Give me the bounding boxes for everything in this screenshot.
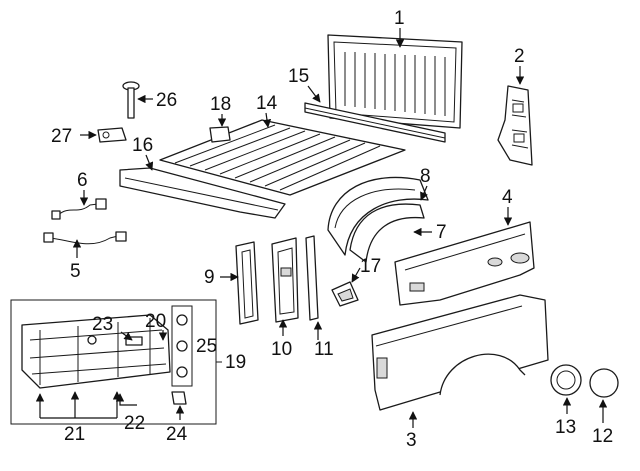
callout-11: 11 <box>314 339 334 360</box>
callout-15: 15 <box>288 66 309 87</box>
callout-26: 26 <box>156 90 177 111</box>
leader-lines <box>35 28 608 428</box>
callout-25: 25 <box>196 336 217 357</box>
callout-24: 24 <box>166 424 188 445</box>
callout-17: 17 <box>360 256 381 277</box>
callout-16: 16 <box>132 135 153 156</box>
nut-24-part <box>171 391 187 405</box>
callout-22: 22 <box>124 413 145 434</box>
callout-1: 1 <box>394 8 405 29</box>
strip-11-part <box>305 235 319 321</box>
callout-3: 3 <box>406 430 417 451</box>
callout-2: 2 <box>514 46 525 67</box>
callout-5: 5 <box>70 261 81 282</box>
wheelhouse-part <box>327 176 429 263</box>
callout-23: 23 <box>92 314 113 335</box>
callout-10: 10 <box>271 339 292 360</box>
callout-4: 4 <box>502 187 513 208</box>
callout-20: 20 <box>145 311 166 332</box>
callout-19: 19 <box>225 352 246 373</box>
callout-6: 6 <box>77 170 88 191</box>
harness-6-part <box>51 198 107 220</box>
tailgate-part <box>327 34 463 129</box>
side-bracket-part <box>497 85 533 166</box>
callout-9: 9 <box>204 267 215 288</box>
fuel-housing-part <box>550 364 582 396</box>
bed-extender-part <box>21 314 171 389</box>
callout-21: 21 <box>64 424 85 445</box>
pillar-9-part <box>235 241 259 325</box>
fuel-door-part <box>589 368 619 398</box>
callout-18: 18 <box>210 94 231 115</box>
inner-panel-part <box>394 221 535 306</box>
callout-14: 14 <box>256 93 278 114</box>
plate-25-part <box>171 305 193 387</box>
callout-27: 27 <box>51 126 72 147</box>
clip-18-part <box>209 126 231 143</box>
callout-12: 12 <box>592 426 613 447</box>
cover-17-part <box>331 281 359 307</box>
callout-8: 8 <box>420 166 431 187</box>
rear-sill-part <box>304 102 446 143</box>
callout-7: 7 <box>436 222 447 243</box>
extender-kit-box <box>10 299 222 425</box>
box-side-part <box>371 294 549 411</box>
harness-5-part <box>43 231 127 245</box>
bolt-26-part <box>122 81 140 119</box>
bolt-23-part <box>87 335 143 346</box>
pillar-10-part <box>271 237 299 323</box>
callout-13: 13 <box>555 417 576 438</box>
bracket-27-part <box>97 127 127 143</box>
callout-labels: 1 2 3 4 5 6 7 8 9 10 11 12 13 14 15 16 1… <box>51 8 613 451</box>
